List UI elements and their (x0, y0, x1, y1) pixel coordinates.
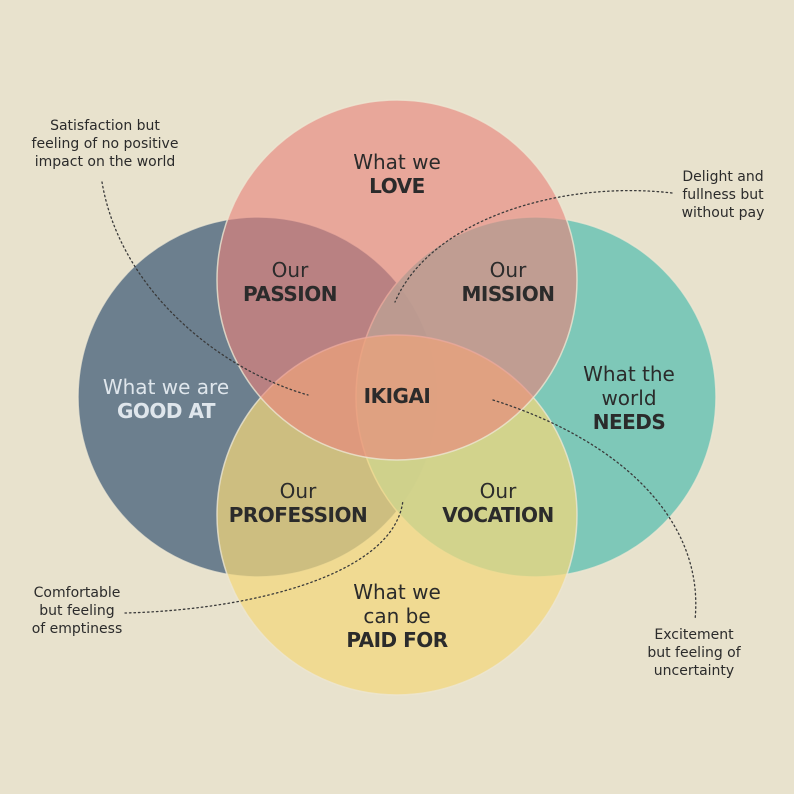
label-good-at: What we are GOOD AT (102, 375, 230, 423)
note-profession: Comfortable but feeling of emptiness (31, 585, 123, 638)
circle-group (77, 99, 717, 696)
note-vocation: Excitement but feeling of uncertainty (647, 627, 741, 680)
connector-lines (101, 181, 697, 621)
connector-mission (394, 189, 673, 303)
label-passion: Our PASSION (243, 258, 337, 306)
label-ikigai: IKIGAI (363, 384, 431, 408)
label-love: What we LOVE (353, 150, 441, 198)
label-profession: Our PROFESSION (228, 479, 368, 527)
note-passion: Satisfaction but feeling of no positive … (31, 118, 179, 171)
connector-profession (124, 499, 404, 614)
label-vocation: Our VOCATION (442, 479, 554, 527)
label-mission: Our MISSION (461, 258, 555, 306)
connector-vocation (492, 399, 697, 621)
label-needs: What the world NEEDS (583, 362, 675, 434)
label-paid-for: What we can be PAID FOR (346, 580, 448, 652)
circle-love (216, 99, 578, 461)
note-mission: Delight and fullness but without pay (681, 169, 765, 222)
connector-passion (101, 181, 309, 396)
